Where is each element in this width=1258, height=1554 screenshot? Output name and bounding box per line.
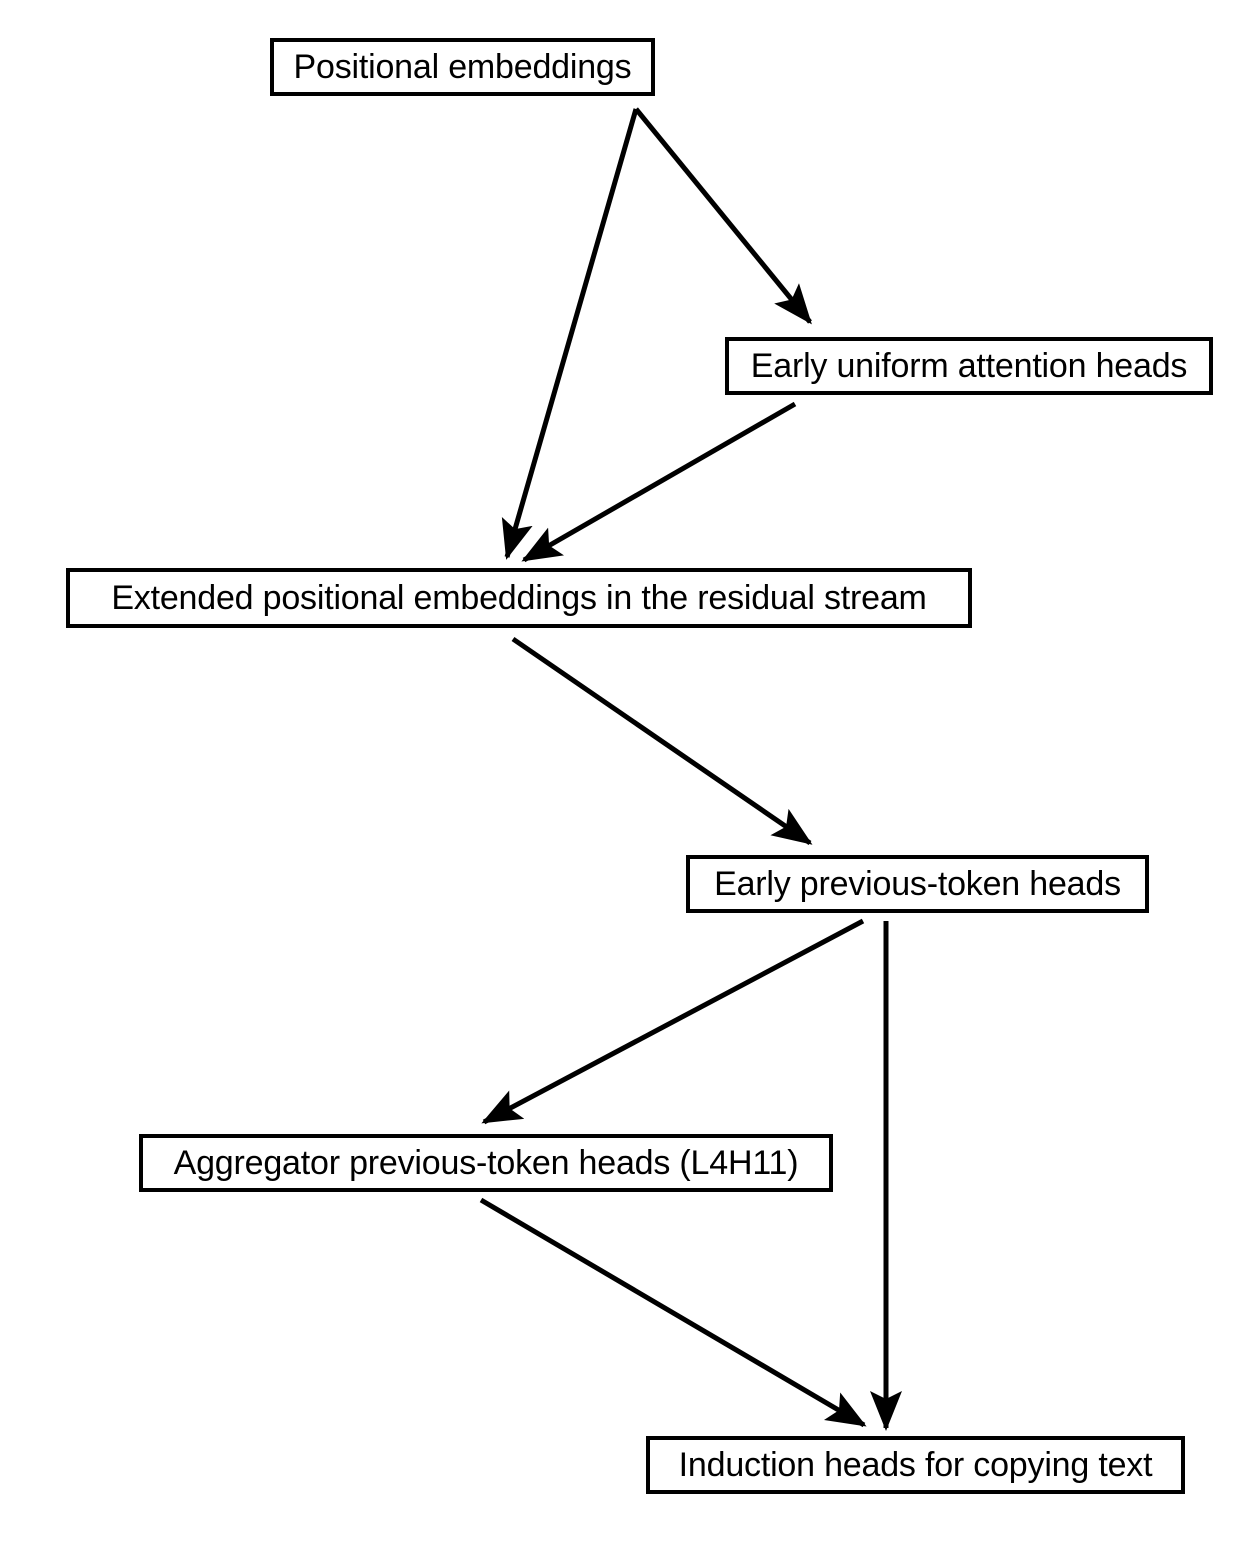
node-early-previous-token-heads: Early previous-token heads [686,855,1149,913]
edge-extended-to-prev [511,636,813,846]
node-label: Early uniform attention heads [750,347,1188,385]
edge-prev-to-aggregator [481,918,865,1125]
node-label: Early previous-token heads [714,865,1121,903]
node-label: Extended positional embeddings in the re… [111,579,927,617]
node-early-uniform-attention-heads: Early uniform attention heads [725,337,1213,395]
node-label: Aggregator previous-token heads (L4H11) [173,1144,799,1182]
edge-pos-to-extended [501,108,639,560]
node-induction-heads: Induction heads for copying text [646,1436,1185,1494]
edge-pos-to-uniform [634,107,812,325]
node-aggregator-previous-token-heads: Aggregator previous-token heads (L4H11) [139,1134,833,1192]
edge-uniform-to-extended [521,401,797,563]
node-extended-positional-embeddings: Extended positional embeddings in the re… [66,568,972,628]
edge-aggregator-to-induction [479,1197,867,1428]
node-label: Positional embeddings [293,48,632,86]
node-positional-embeddings: Positional embeddings [270,38,655,96]
node-label: Induction heads for copying text [678,1446,1153,1484]
